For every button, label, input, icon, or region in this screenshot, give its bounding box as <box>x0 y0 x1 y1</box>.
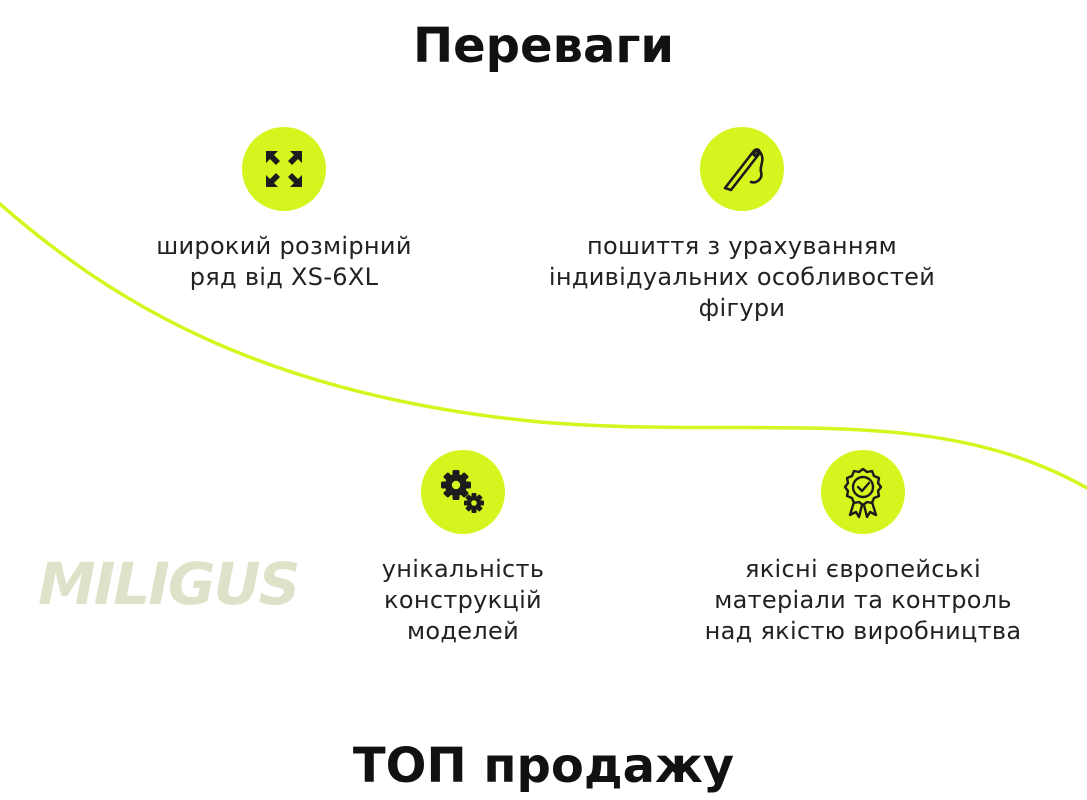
feature-text: широкий розмірний ряд від XS-6XL <box>130 231 438 293</box>
feature-line: ряд від XS-6XL <box>189 263 379 291</box>
feature-text: якісні європейські матеріали та контроль… <box>680 554 1046 647</box>
expand-arrows-icon <box>242 127 326 211</box>
feature-line: унікальність <box>381 555 545 583</box>
needle-thread-icon <box>700 127 784 211</box>
feature-text: пошиття з урахуванням індивідуальних осо… <box>520 231 964 324</box>
gears-icon <box>421 450 505 534</box>
brand-logo: MILIGUS <box>38 550 300 618</box>
page-title: Переваги <box>412 18 675 74</box>
quality-badge-icon <box>821 450 905 534</box>
feature-line: широкий розмірний <box>156 232 412 260</box>
feature-size-range: широкий розмірний ряд від XS-6XL <box>130 127 438 293</box>
feature-line: пошиття з урахуванням <box>587 232 897 260</box>
feature-line: конструкцій <box>384 586 542 614</box>
feature-line: фігури <box>698 294 786 322</box>
feature-line: над якістю виробництва <box>704 617 1022 645</box>
feature-line: матеріали та контроль <box>714 586 1012 614</box>
feature-quality-materials: якісні європейські матеріали та контроль… <box>680 450 1046 647</box>
feature-individual-fit: пошиття з урахуванням індивідуальних осо… <box>520 127 964 324</box>
feature-unique-design: унікальність конструкцій моделей <box>340 450 586 647</box>
feature-line: якісні європейські <box>745 555 981 583</box>
feature-line: моделей <box>407 617 519 645</box>
feature-text: унікальність конструкцій моделей <box>340 554 586 647</box>
section-title: ТОП продажу <box>352 738 735 794</box>
feature-line: індивідуальних особливостей <box>548 263 936 291</box>
